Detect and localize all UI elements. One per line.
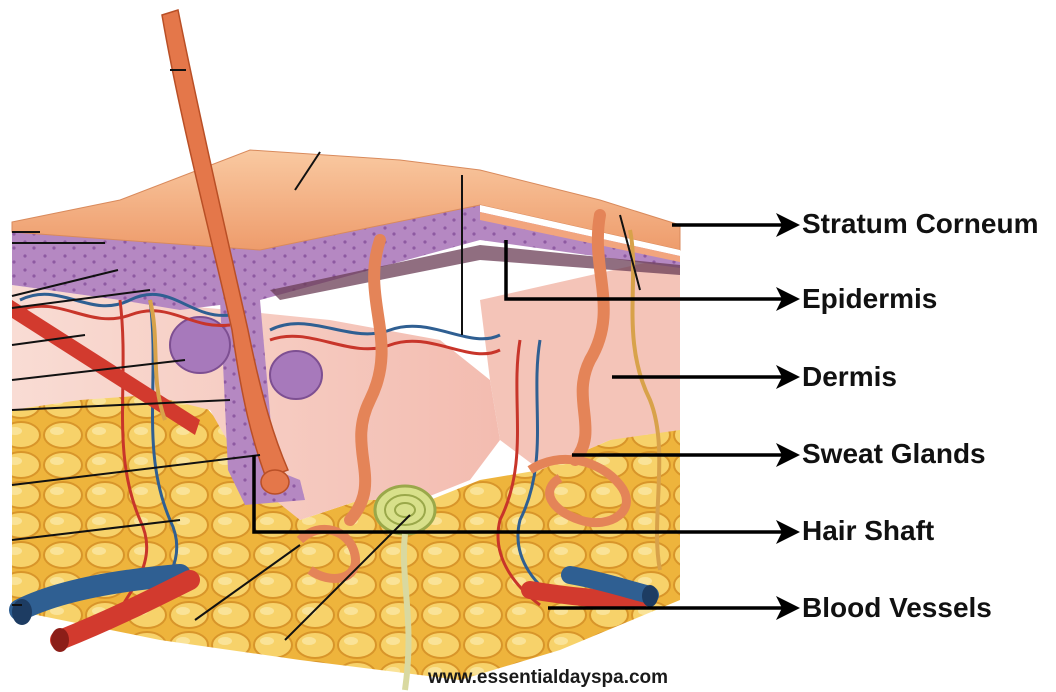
label-blood-vessels: Blood Vessels	[802, 594, 992, 622]
label-stratum-corneum: Stratum Corneum	[802, 210, 1038, 238]
label-dermis: Dermis	[802, 363, 897, 391]
label-hair-shaft: Hair Shaft	[802, 517, 934, 545]
label-sweat-glands: Sweat Glands	[802, 440, 986, 468]
watermark-url: www.essentialdayspa.com	[428, 668, 668, 687]
label-epidermis: Epidermis	[802, 285, 937, 313]
arrowheads	[776, 213, 800, 620]
